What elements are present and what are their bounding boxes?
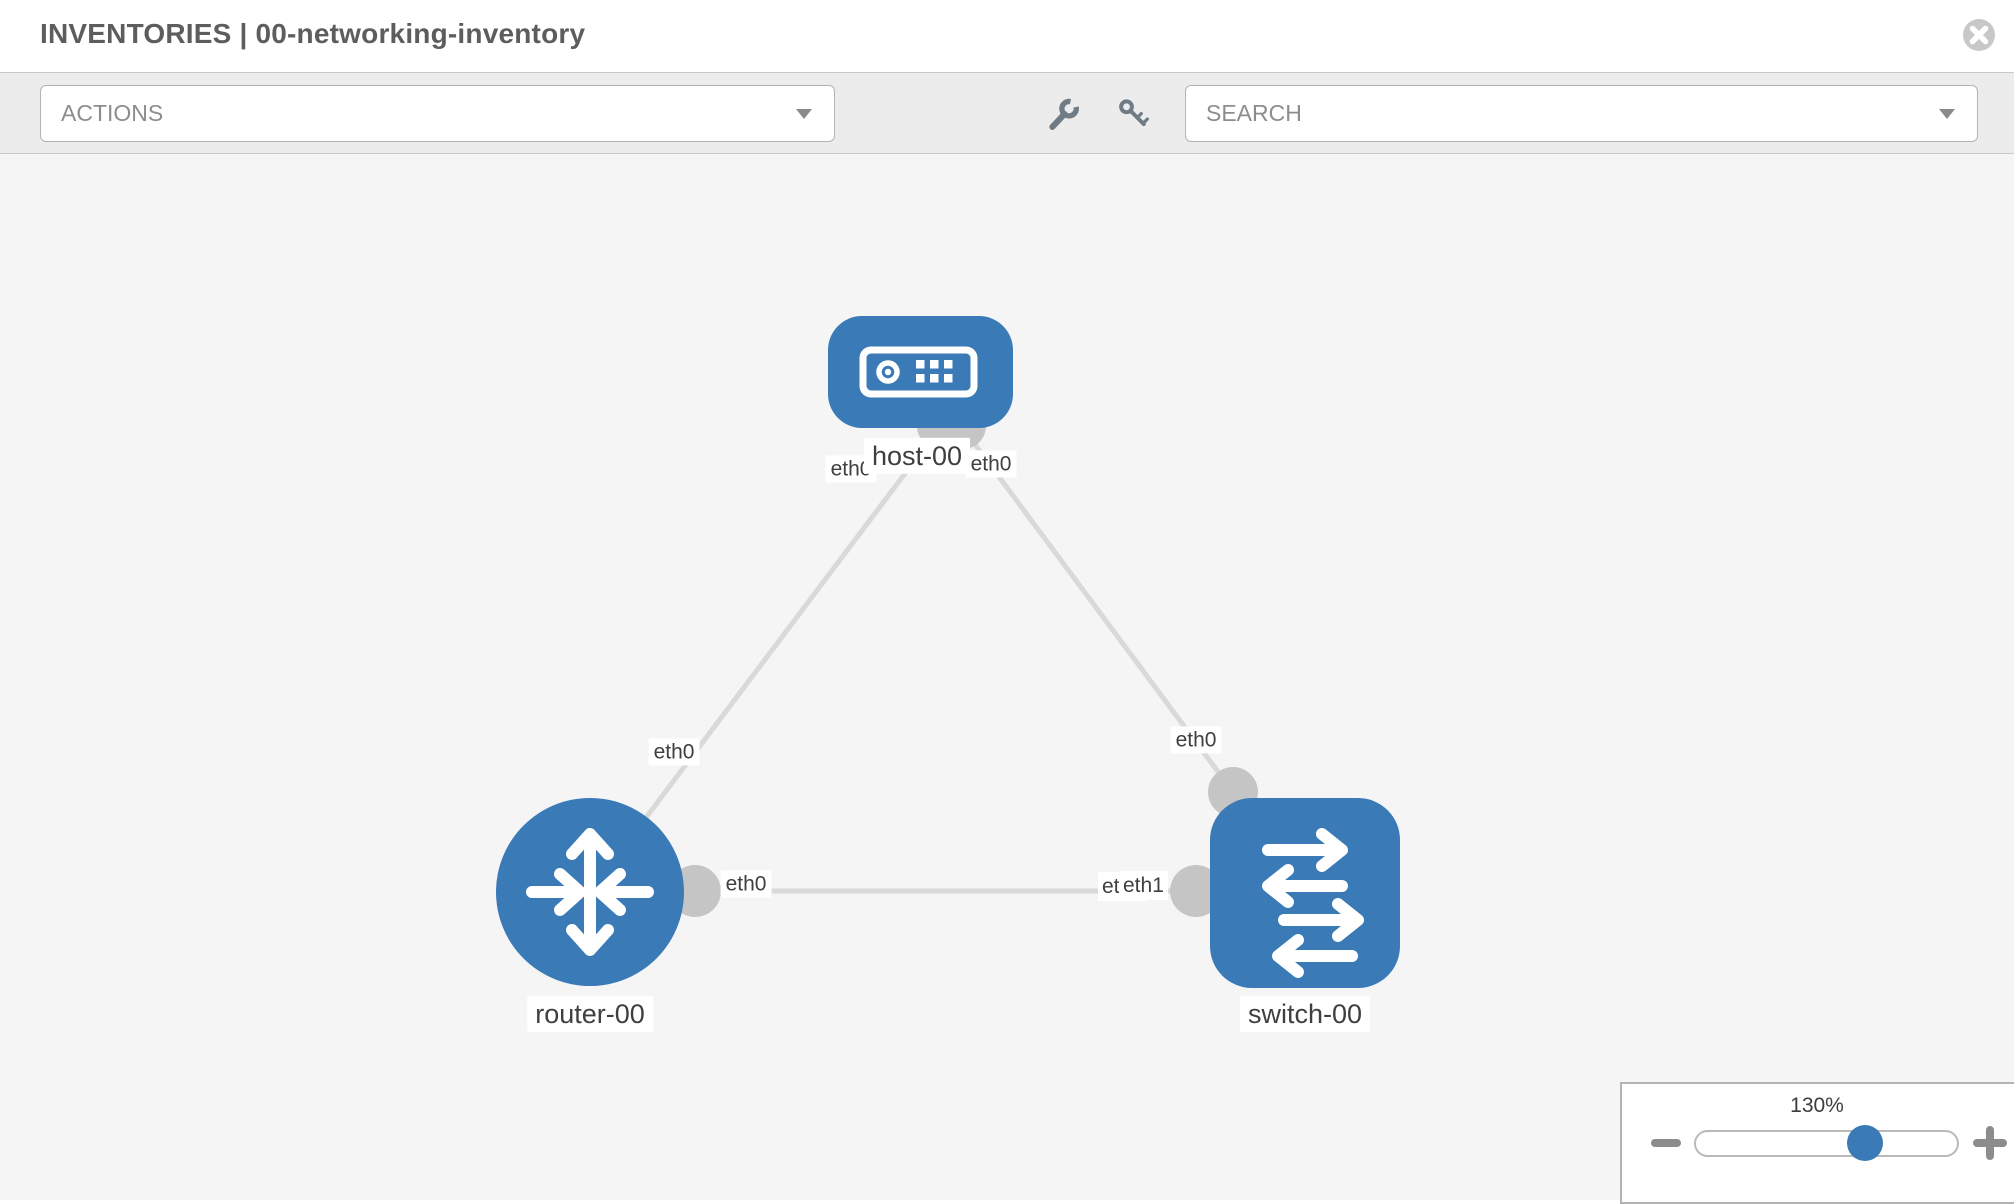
close-icon [1963, 19, 1995, 51]
node-label-host: host-00 [863, 437, 971, 475]
router-icon [526, 828, 654, 956]
wrench-icon [1049, 95, 1082, 130]
interface-label-router-eth0-lan: eth0 [720, 870, 772, 898]
link-host-router[interactable] [588, 425, 942, 894]
zoom-panel: 130% [1620, 1082, 2014, 1204]
node-host[interactable] [828, 316, 1013, 428]
key-button[interactable] [1113, 94, 1153, 134]
interface-label-router-eth0-uplink: eth0 [648, 738, 700, 766]
zoom-slider-track[interactable] [1694, 1130, 1959, 1157]
interface-label-switch-eth0-uplink: eth0 [1170, 726, 1222, 754]
zoom-in-button[interactable] [1972, 1126, 2008, 1162]
zoom-level: 130% [1790, 1094, 1844, 1117]
topology-graph [496, 316, 1400, 988]
caret-down-icon [796, 108, 812, 119]
configure-button[interactable] [1043, 94, 1083, 134]
actions-dropdown[interactable]: ACTIONS [40, 85, 835, 142]
topology-canvas[interactable]: eth0 eth0 eth0 eth0 eth0 eth0 eth1 host-… [0, 154, 2014, 1204]
toolbar: ACTIONS [0, 72, 2014, 154]
node-label-switch: switch-00 [1239, 995, 1371, 1033]
close-button[interactable] [1961, 17, 1997, 53]
page-title: INVENTORIES | 00-networking-inventory [40, 18, 586, 49]
window-header: INVENTORIES | 00-networking-inventory [0, 0, 2014, 72]
plus-icon [1973, 1126, 2007, 1160]
key-icon [1119, 99, 1150, 127]
zoom-out-button[interactable] [1648, 1128, 1684, 1160]
node-switch[interactable] [1210, 798, 1400, 988]
minus-icon [1651, 1138, 1681, 1147]
interface-label-host-eth0-right: eth0 [965, 450, 1017, 478]
interface-point-switch-eth1 [1170, 865, 1222, 917]
switch-icon [1262, 828, 1364, 978]
node-label-router: router-00 [527, 995, 653, 1033]
search-placeholder: SEARCH [1206, 100, 1302, 126]
toolbar-tools [1043, 73, 1153, 155]
zoom-slider-thumb[interactable] [1847, 1125, 1883, 1161]
host-icon [859, 346, 978, 398]
caret-down-icon [1939, 108, 1955, 119]
interface-label-switch-eth1: eth1 [1119, 871, 1168, 901]
search-dropdown[interactable]: SEARCH [1185, 85, 1978, 142]
actions-dropdown-label: ACTIONS [61, 100, 164, 126]
